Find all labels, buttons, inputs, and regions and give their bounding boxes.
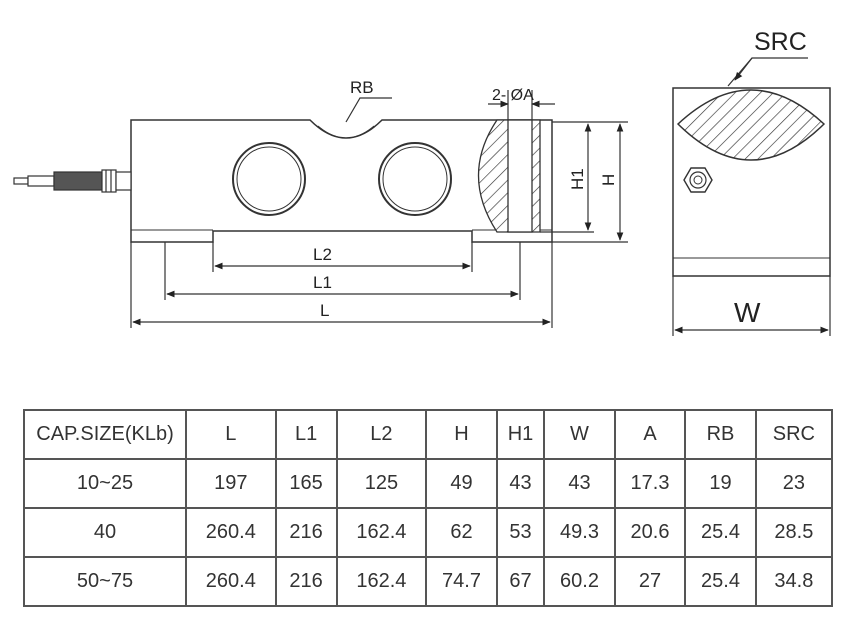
table-cell: 216 <box>274 507 338 558</box>
table-cell: 60.2 <box>543 556 616 607</box>
table-header: W <box>543 409 616 460</box>
beam-outline <box>130 119 553 243</box>
table-cell: 67 <box>495 556 546 607</box>
gauge-pocket-right <box>378 142 452 216</box>
table-header: A <box>613 409 687 460</box>
table-cell: 50~75 <box>23 556 187 607</box>
src-section-hatch <box>676 89 826 161</box>
h-label: H <box>599 174 618 186</box>
table-cell: 197 <box>185 458 277 509</box>
table-cell: 10~25 <box>23 458 187 509</box>
end-view <box>672 87 831 277</box>
table-header: L2 <box>335 409 428 460</box>
table-cell: 260.4 <box>185 507 277 558</box>
table-cell: 62 <box>425 507 498 558</box>
table-header: H1 <box>495 409 546 460</box>
table-header: RB <box>684 409 757 460</box>
table-header: L1 <box>274 409 338 460</box>
hole-diameter-label: 2- ØA <box>492 87 534 104</box>
l-label: L <box>320 301 329 320</box>
table-cell: 25.4 <box>684 556 757 607</box>
table-cell: 49 <box>425 458 498 509</box>
table-cell: 43 <box>543 458 616 509</box>
table-cell: 125 <box>335 458 428 509</box>
table-cell: 260.4 <box>185 556 277 607</box>
table-cell: 34.8 <box>754 556 834 607</box>
w-label: W <box>734 297 761 328</box>
table-cell: 25.4 <box>684 507 757 558</box>
load-cell-drawing: RB 2- ØA H1 H L2 L1 L <box>13 28 831 336</box>
table-cell: 28.5 <box>754 507 834 558</box>
table-cell: 17.3 <box>613 458 687 509</box>
l1-label: L1 <box>313 273 332 292</box>
table-cell: 162.4 <box>335 507 428 558</box>
table-cell: 49.3 <box>543 507 616 558</box>
table-row: 40 260.4 216 162.4 62 53 49.3 20.6 25.4 … <box>23 507 834 558</box>
table-cell: 43 <box>495 458 546 509</box>
table-cell: 53 <box>495 507 546 558</box>
rb-label: RB <box>350 78 374 97</box>
table-cell: 216 <box>274 556 338 607</box>
src-label: SRC <box>754 28 807 56</box>
table-cell: 20.6 <box>613 507 687 558</box>
gauge-pocket-left <box>232 142 306 216</box>
table-header: CAP.SIZE(KLb) <box>23 409 187 460</box>
table-cell: 19 <box>684 458 757 509</box>
l2-label: L2 <box>313 245 332 264</box>
table-cell: 27 <box>613 556 687 607</box>
table-cell: 74.7 <box>425 556 498 607</box>
table-header: H <box>425 409 498 460</box>
spec-table: CAP.SIZE(KLb) L L1 L2 H H1 W A RB SRC 10… <box>23 409 834 607</box>
table-header-row: CAP.SIZE(KLb) L L1 L2 H H1 W A RB SRC <box>23 409 834 460</box>
cable-connector <box>13 169 132 193</box>
table-header: L <box>185 409 277 460</box>
table-row: 10~25 197 165 125 49 43 43 17.3 19 23 <box>23 458 834 509</box>
h1-label: H1 <box>568 168 587 190</box>
mounting-hole <box>507 119 533 233</box>
side-view <box>130 119 553 243</box>
table-header: SRC <box>754 409 834 460</box>
table-cell: 165 <box>274 458 338 509</box>
table-cell: 23 <box>754 458 834 509</box>
table-cell: 40 <box>23 507 187 558</box>
table-cell: 162.4 <box>335 556 428 607</box>
table-row: 50~75 260.4 216 162.4 74.7 67 60.2 27 25… <box>23 556 834 607</box>
